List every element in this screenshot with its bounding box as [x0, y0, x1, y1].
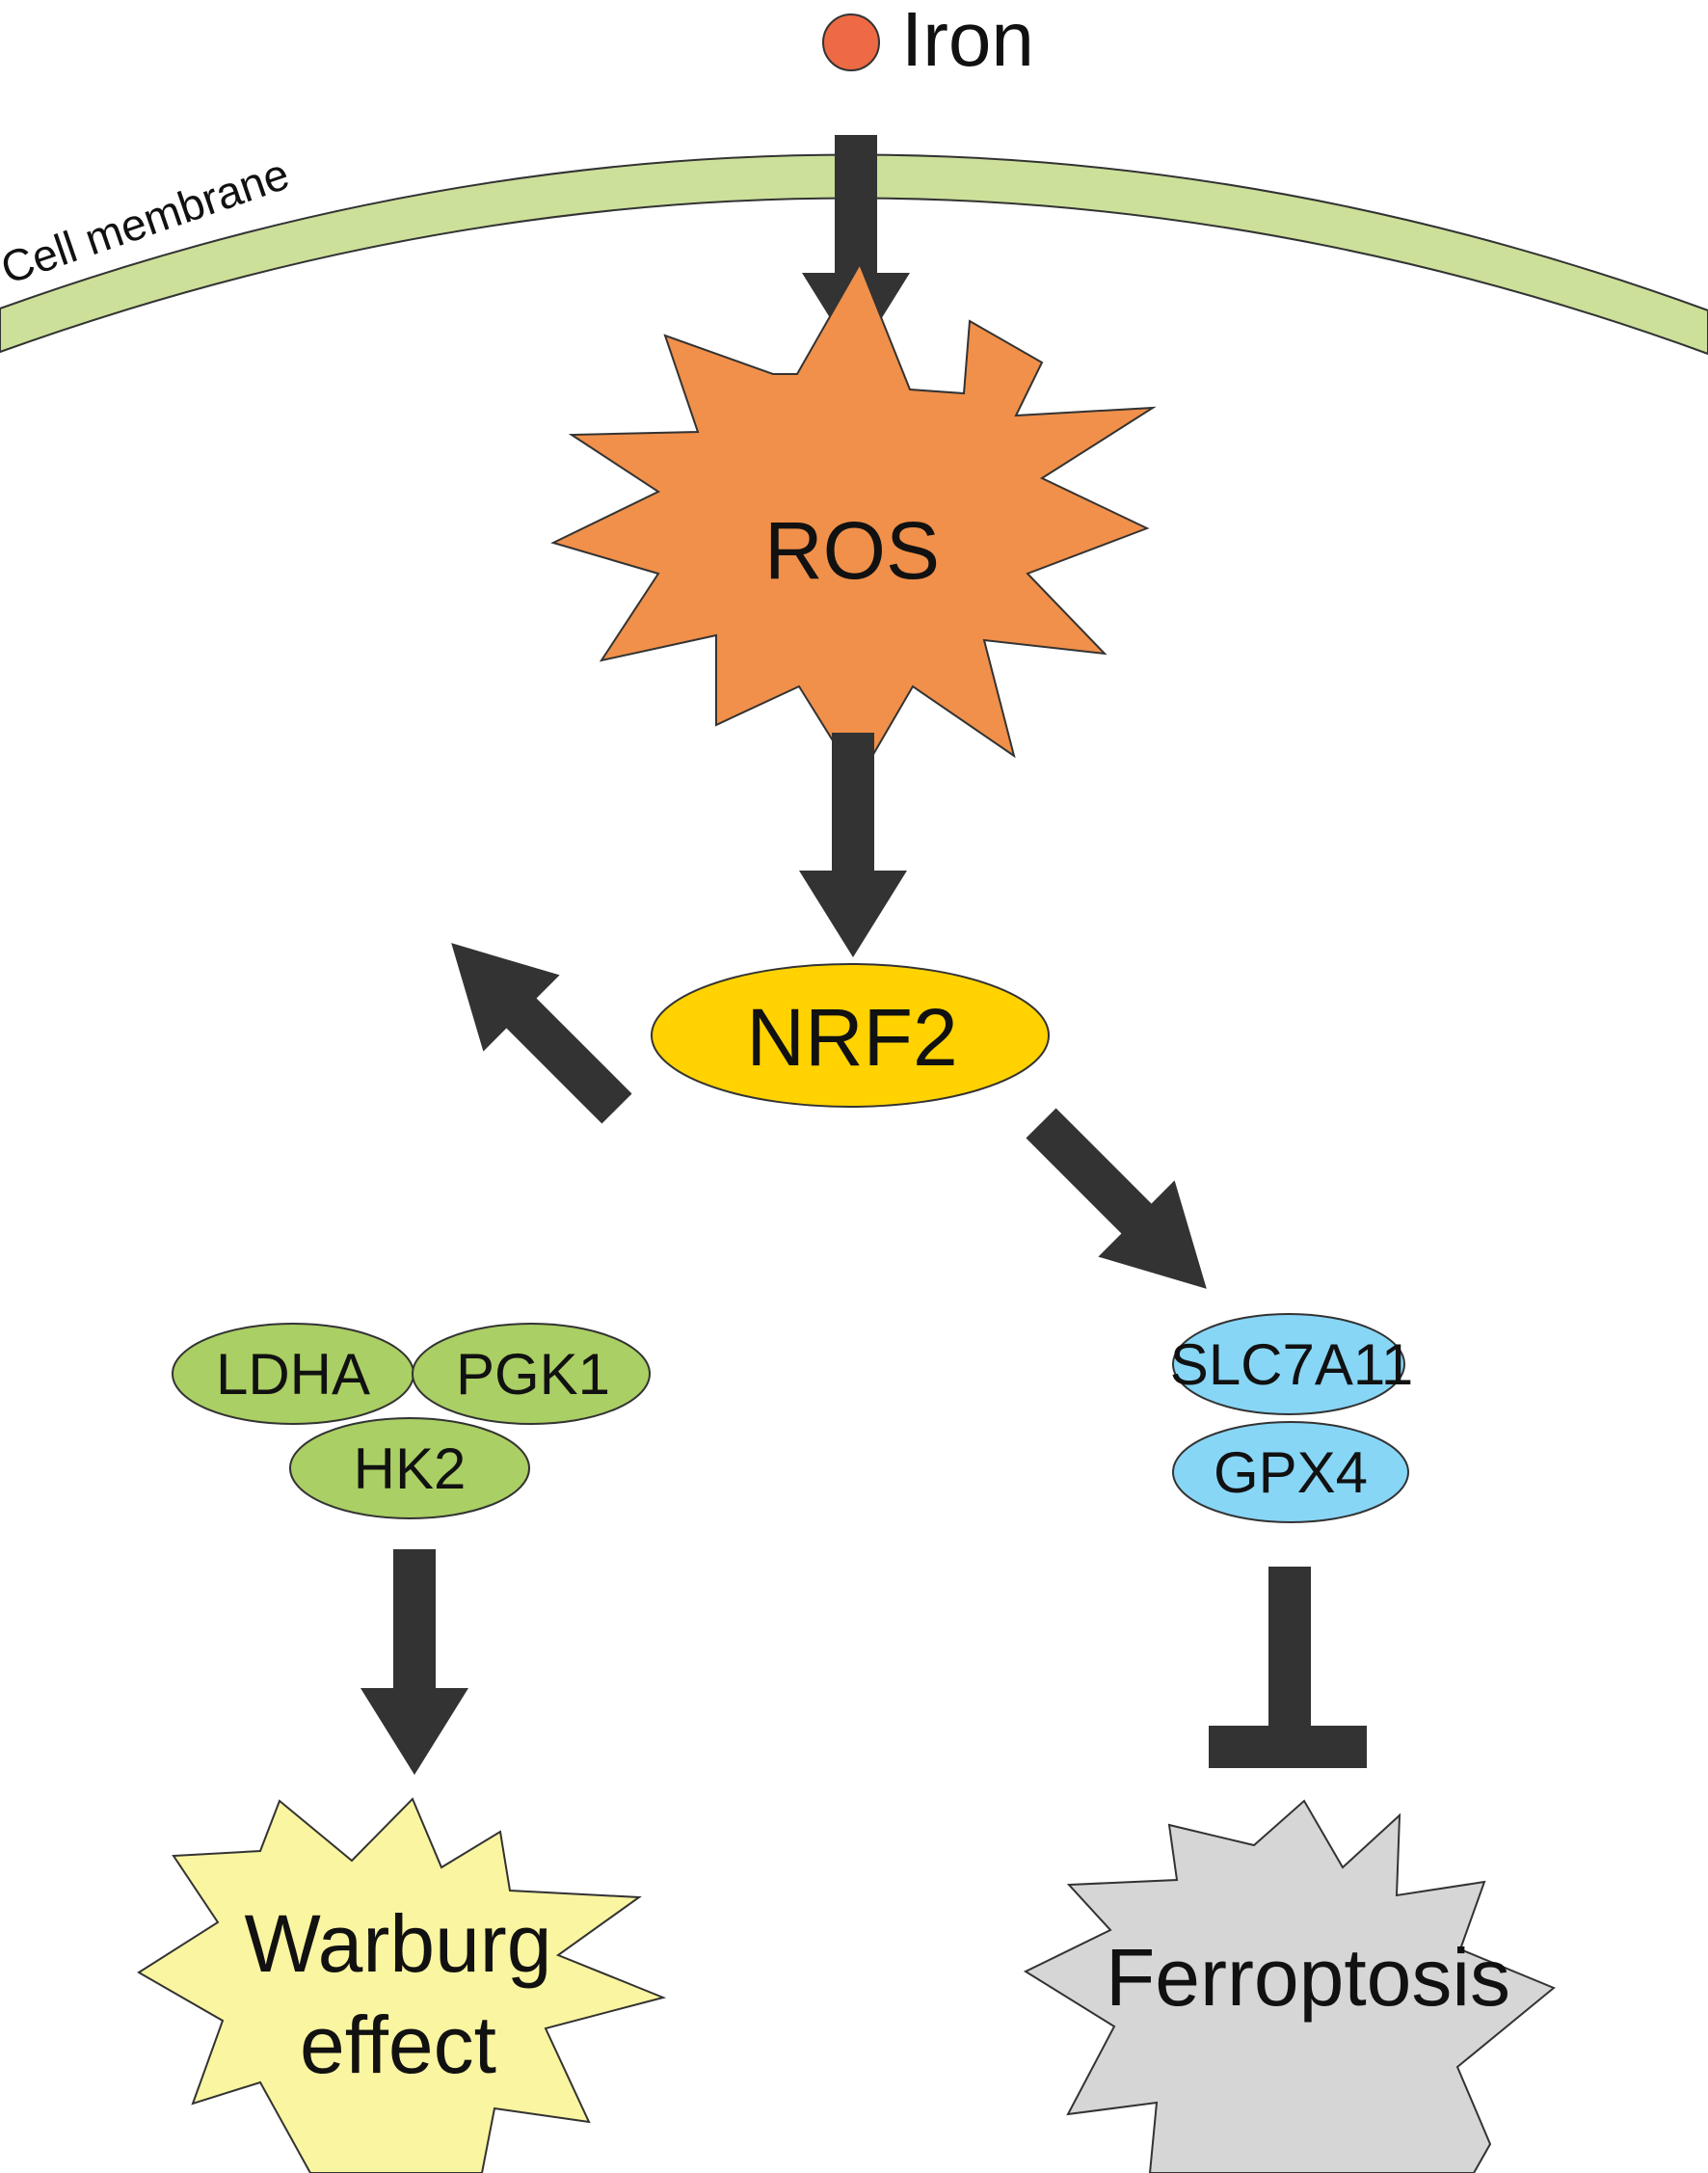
hk2-node — [289, 1417, 530, 1519]
gpx4-label: GPX4 — [1214, 1440, 1368, 1505]
nrf2-label: NRF2 — [746, 992, 957, 1083]
arrow-enzymes-to-warburg — [360, 1549, 468, 1775]
inhibition-regulators-to-ferroptosis — [1209, 1567, 1367, 1768]
warburg-label-line1: Warburg — [245, 1898, 552, 1989]
arrow-ros-to-nrf2 — [799, 733, 907, 957]
warburg-label-line2: effect — [300, 1999, 496, 2090]
arrow-nrf2-to-regulators — [1026, 1108, 1207, 1289]
ferroptosis-starburst — [1023, 1799, 1556, 2173]
ros-label: ROS — [764, 505, 940, 596]
cell-membrane — [0, 153, 1708, 356]
pgk1-label: PGK1 — [456, 1342, 610, 1407]
warburg-starburst — [137, 1797, 667, 2173]
iron-label: Iron — [901, 0, 1034, 82]
slc7a11-node — [1172, 1313, 1405, 1415]
iron-icon — [822, 13, 880, 71]
ros-starburst — [550, 261, 1157, 783]
ldha-label: LDHA — [216, 1342, 370, 1407]
gpx4-node — [1172, 1421, 1409, 1523]
pgk1-node — [412, 1323, 651, 1425]
arrow-nrf2-to-glycolysis — [451, 943, 632, 1124]
nrf2-node — [651, 963, 1050, 1108]
slc7a11-label: SLC7A11 — [1170, 1332, 1413, 1397]
arrow-iron-to-ros — [802, 135, 910, 360]
hk2-label: HK2 — [354, 1436, 467, 1501]
ferroptosis-label: Ferroptosis — [1106, 1932, 1510, 2023]
